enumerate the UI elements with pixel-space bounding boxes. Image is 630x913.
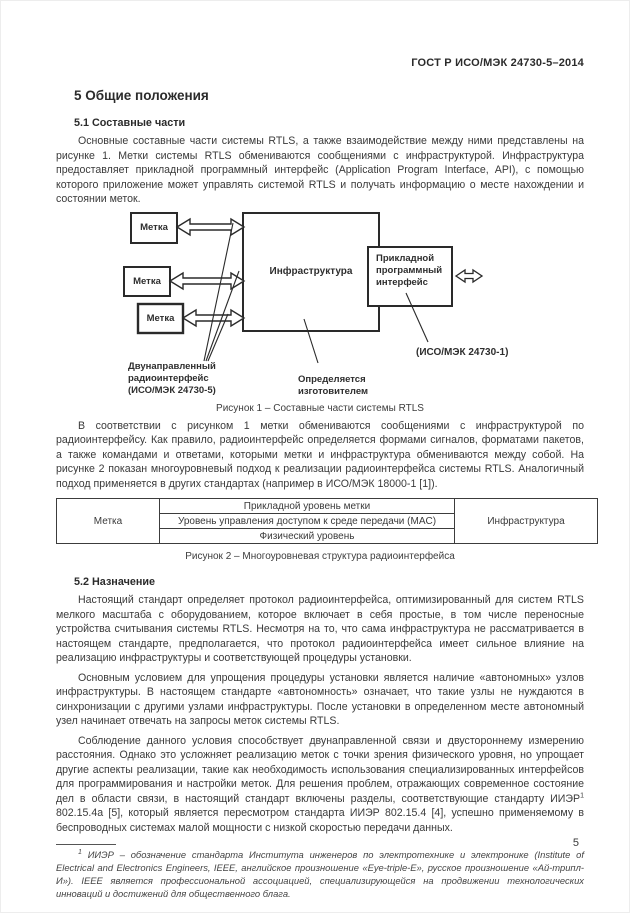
table-row: Физический уровень: [57, 528, 598, 544]
footnote-number: 1: [78, 848, 82, 856]
api-label: Прикладной программный интерфейс: [376, 252, 443, 289]
table-cell-mac-layer: Уровень управления доступом к среде пере…: [159, 513, 455, 529]
page-content: ГОСТ Р ИСО/МЭК 24730-5–2014 5 Общие поло…: [56, 57, 598, 900]
paragraph-5-2-2: Основным условием для упрощения процедур…: [56, 671, 584, 728]
page-number: 5: [572, 837, 579, 849]
infrastructure-label: Инфраструктура: [269, 266, 353, 277]
section-5-2-title: 5.2 Назначение: [74, 576, 156, 588]
radio-label-leader-line-3: [207, 313, 229, 361]
section-5-1-title: 5.1 Составные части: [74, 117, 186, 129]
paragraph-5-2-3-text: Соблюдение данного условия способствует …: [56, 734, 584, 805]
paragraph-5-2-1: Настоящий стандарт определяет протокол р…: [56, 594, 584, 664]
infrastructure-box: [242, 211, 380, 332]
tag2-box: [123, 265, 171, 297]
figure1-diagram: Метка Метка Метка Инфраструктура Приклад…: [56, 211, 586, 401]
vendor-defined-label: Определяется изготовителем: [298, 373, 369, 397]
table-cell-infrastructure: Инфраструктура: [454, 498, 598, 544]
tag2-infra-arrow-icon: [168, 271, 246, 290]
tag1-label: Метка: [140, 222, 168, 233]
paragraph-5-1: Основные составные части системы RTLS, а…: [56, 135, 584, 205]
api-box: [367, 245, 453, 307]
paragraph-after-figure1: В соответствии с рисунком 1 метки обмени…: [56, 419, 584, 490]
section-5-title: 5 Общие положения: [74, 88, 209, 103]
footnote-divider: [56, 844, 116, 845]
figure1-diagram-canvas: [123, 211, 484, 363]
footnote-text: 1 ИИЭР – обозначение стандарта Института…: [56, 848, 584, 900]
table-row: Метка Прикладной уровень метки Инфрастру…: [56, 498, 598, 544]
standard-number-header: ГОСТ Р ИСО/МЭК 24730-5–2014: [411, 57, 584, 69]
figure2-layer-table: Метка Прикладной уровень метки Инфрастру…: [56, 498, 598, 544]
figure1-caption: Рисунок 1 – Составные части системы RTLS: [216, 402, 424, 414]
tag2-label: Метка: [133, 275, 161, 287]
tag1-infra-arrow-icon: [175, 217, 246, 236]
api-external-arrow-icon: [454, 268, 484, 283]
figure2-caption: Рисунок 2 – Многоуровневая структура рад…: [185, 551, 455, 562]
tag1-box: [130, 211, 178, 244]
footnote-body: ИИЭР – обозначение стандарта Института и…: [56, 849, 584, 899]
table-cell-physical-layer: Физический уровень: [159, 528, 455, 544]
api-ref-leader-line: [405, 292, 429, 342]
api-standard-ref-label: (ИСО/МЭК 24730-1): [416, 346, 509, 358]
radio-label-leader-line-1: [203, 222, 234, 361]
radio-label-leader-line-2: [205, 270, 240, 361]
paragraph-5-2-3-text-cont: 802.15.4a [5], который является пересмот…: [56, 807, 584, 834]
paragraph-5-2-3: Соблюдение данного условия способствует …: [56, 734, 584, 836]
vendor-label-leader-line: [303, 318, 319, 363]
table-cell-tag: Метка: [56, 498, 160, 544]
table-cell-application-layer: Прикладной уровень метки: [159, 498, 455, 514]
tag3-label: Метка: [146, 312, 175, 324]
radio-interface-label: Двунаправленный радиоинтерфейс (ИСО/МЭК …: [128, 360, 216, 397]
footnote-marker: 1: [580, 791, 584, 799]
